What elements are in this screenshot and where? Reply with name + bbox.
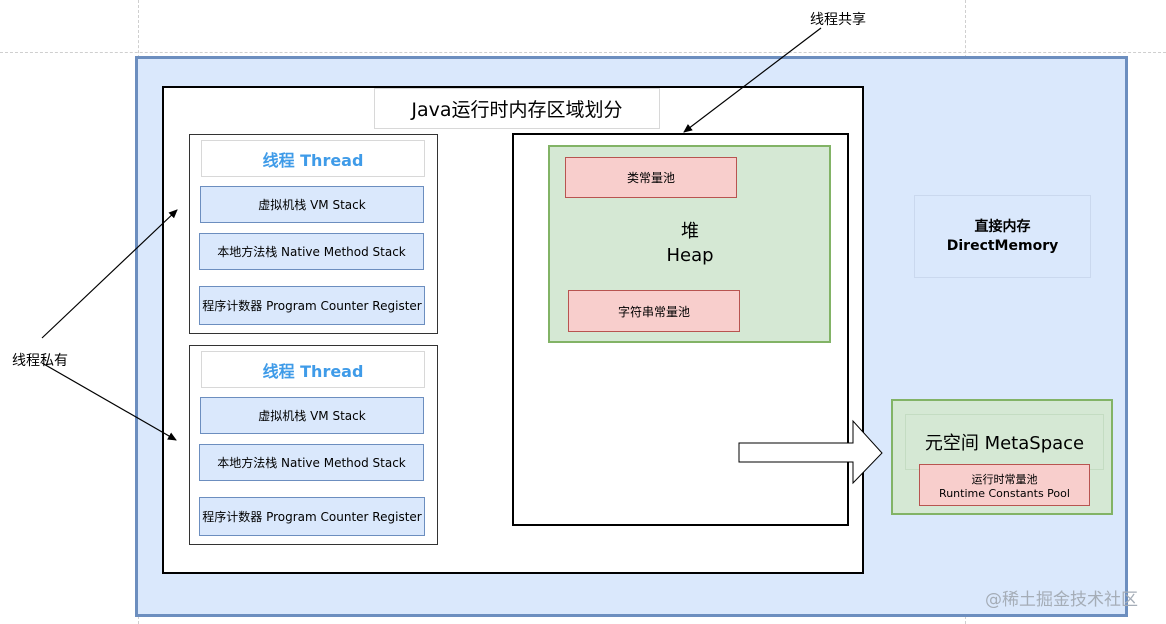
metaspace-block-arrow	[738, 419, 883, 485]
thread-shared-label: 线程共享	[810, 12, 866, 28]
runtime-constants-pool	[919, 464, 1090, 506]
runtime-constants-pool-en: Runtime Constants Pool	[939, 487, 1070, 500]
string-constant-pool: 字符串常量池	[568, 290, 740, 332]
page-guide-line	[0, 52, 1166, 53]
private-arrow-upper	[41, 209, 178, 339]
direct-memory-box	[914, 195, 1091, 278]
thread-title: 线程 Thread	[201, 351, 425, 388]
thread-private-label: 线程私有	[12, 353, 68, 369]
heap-label-en: Heap	[666, 244, 714, 266]
heap-label-cn: 堆	[681, 221, 699, 242]
program-counter-register: 程序计数器 Program Counter Register	[199, 497, 425, 536]
watermark: @稀土掘金技术社区	[985, 590, 1138, 610]
vm-stack: 虚拟机栈 VM Stack	[200, 186, 424, 223]
runtime-constants-pool-cn: 运行时常量池	[971, 472, 1038, 486]
thread-title: 线程 Thread	[201, 140, 425, 177]
native-method-stack: 本地方法栈 Native Method Stack	[199, 233, 424, 270]
private-arrow-lower	[41, 362, 177, 441]
direct-memory-label-en: DirectMemory	[946, 238, 1059, 254]
shared-arrow	[683, 27, 822, 133]
direct-memory-label-cn: 直接内存	[974, 219, 1031, 235]
native-method-stack: 本地方法栈 Native Method Stack	[199, 444, 424, 481]
diagram-title: Java运行时内存区域划分	[374, 88, 660, 129]
program-counter-register: 程序计数器 Program Counter Register	[199, 286, 425, 325]
class-constant-pool: 类常量池	[565, 157, 737, 198]
vm-stack: 虚拟机栈 VM Stack	[200, 397, 424, 434]
